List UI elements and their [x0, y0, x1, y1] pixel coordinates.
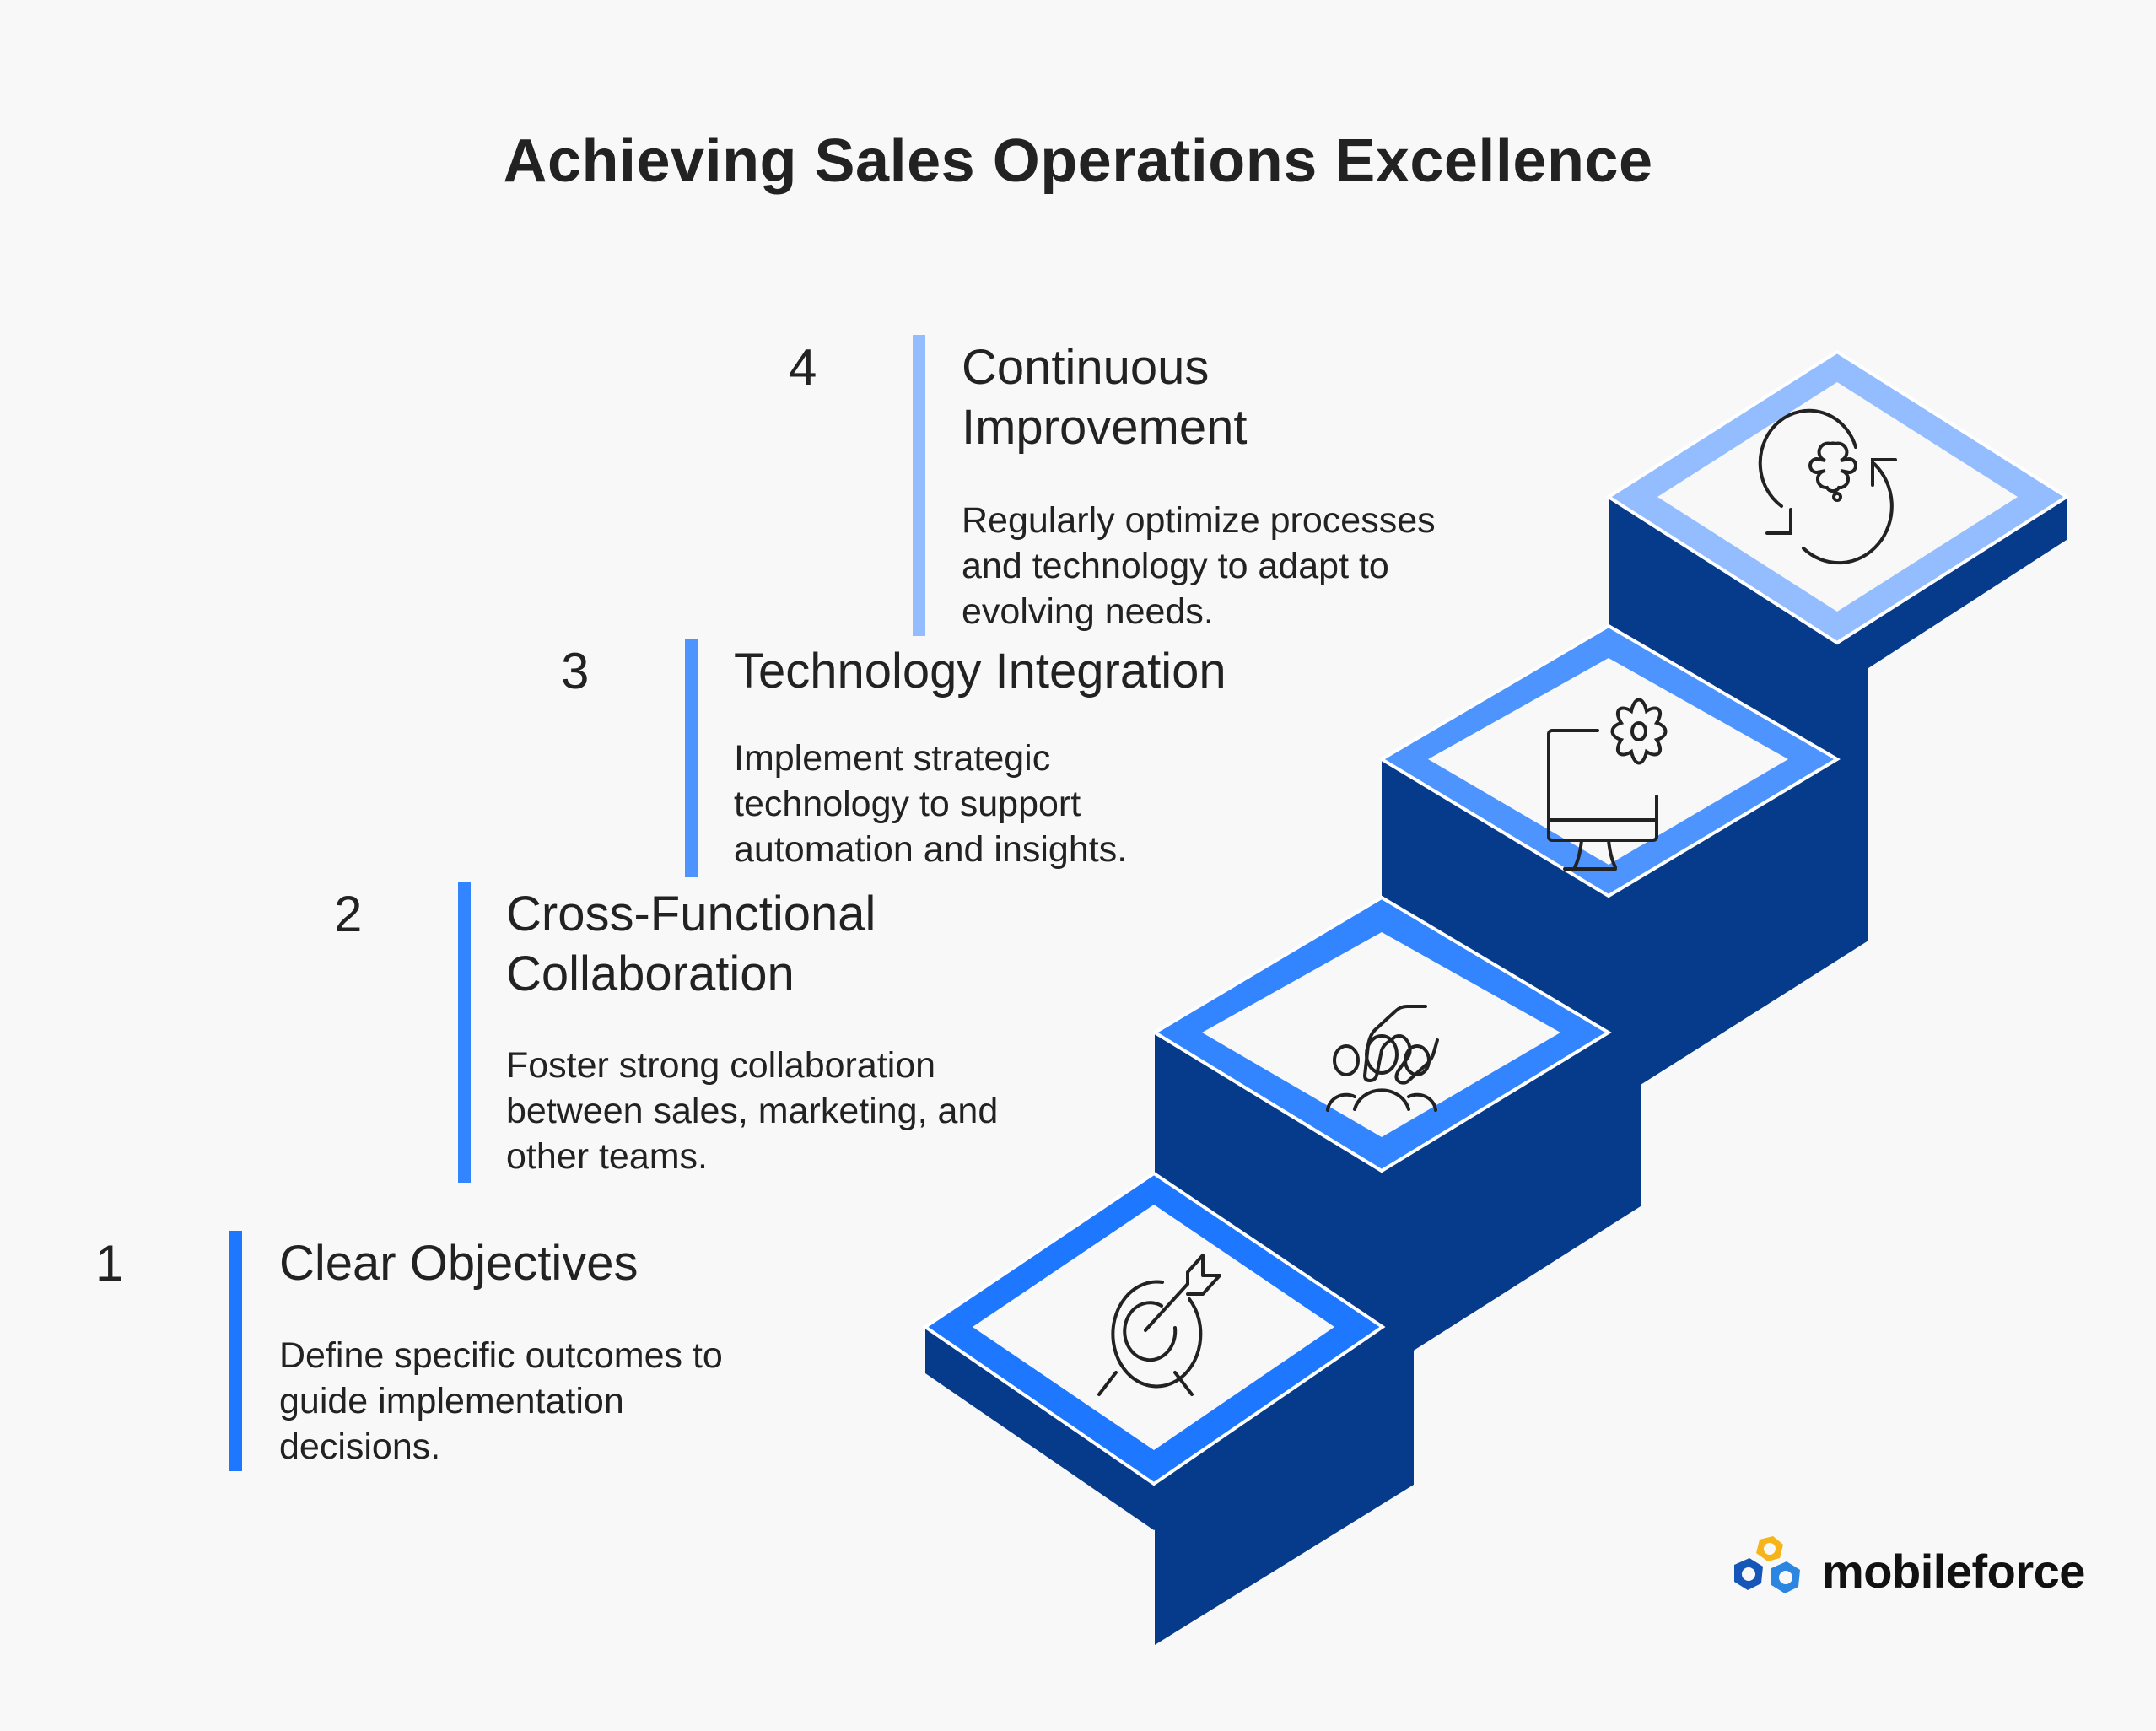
mobileforce-logo-icon — [1734, 1536, 1800, 1593]
step-title: Cross-Functional Collaboration — [506, 884, 876, 1004]
step-description-line: Define specific outcomes to — [279, 1335, 723, 1376]
step-description-line: Implement strategic — [734, 738, 1051, 779]
step-description-line: automation and insights. — [734, 829, 1128, 870]
step-title: Continuous Improvement — [962, 337, 1247, 457]
step-description-line: other teams. — [506, 1136, 708, 1177]
step-number: 4 — [789, 339, 817, 396]
step-title: Technology Integration — [734, 641, 1226, 701]
step-description: Implement strategic technology to suppor… — [734, 736, 1127, 872]
page-title: Achieving Sales Operations Excellence — [503, 127, 1653, 195]
step-description-line: guide implementation — [279, 1381, 624, 1421]
step-accent-bar — [229, 1231, 242, 1471]
step-title-line: Improvement — [962, 400, 1248, 455]
step-4-block — [1605, 349, 2070, 1105]
step-number: 3 — [561, 643, 590, 699]
step-number: 1 — [95, 1235, 124, 1292]
step-title-line: Technology Integration — [734, 644, 1226, 698]
step-description: Foster strong collaboration between sale… — [506, 1043, 998, 1179]
step-title-line: Collaboration — [506, 946, 795, 1001]
cycle-gear-icon — [1758, 408, 1897, 565]
step-description-line: decisions. — [279, 1426, 441, 1467]
step-1-block — [922, 1171, 1386, 1530]
brand-logo: mobileforce — [1731, 1533, 2085, 1609]
step-description-line: between sales, marketing, and — [506, 1091, 999, 1131]
step-description-line: Regularly optimize processes — [962, 500, 1436, 541]
step-description-line: and technology to adapt to — [962, 546, 1389, 586]
step-description: Define specific outcomes to guide implem… — [279, 1333, 723, 1469]
team-hand-icon — [1326, 1005, 1439, 1112]
step-description-line: evolving needs. — [962, 591, 1214, 632]
monitor-gear-icon — [1547, 698, 1668, 871]
step-accent-bar — [458, 882, 471, 1183]
target-arrow-icon — [1097, 1254, 1221, 1396]
step-accent-bar — [913, 335, 925, 636]
logo-wordmark: mobileforce — [1822, 1544, 2085, 1598]
step-number: 2 — [334, 886, 363, 942]
step-title: Clear Objectives — [279, 1233, 638, 1293]
step-description-line: technology to support — [734, 784, 1081, 824]
step-2-block — [1151, 895, 1612, 1645]
step-accent-bar — [685, 639, 698, 877]
step-description-line: Foster strong collaboration — [506, 1045, 936, 1086]
step-title-line: Clear Objectives — [279, 1236, 639, 1291]
step-3-block — [1378, 623, 1841, 1371]
step-title-line: Cross-Functional — [506, 887, 876, 941]
step-title-line: Continuous — [962, 340, 1210, 395]
step-description: Regularly optimize processes and technol… — [962, 498, 1436, 634]
